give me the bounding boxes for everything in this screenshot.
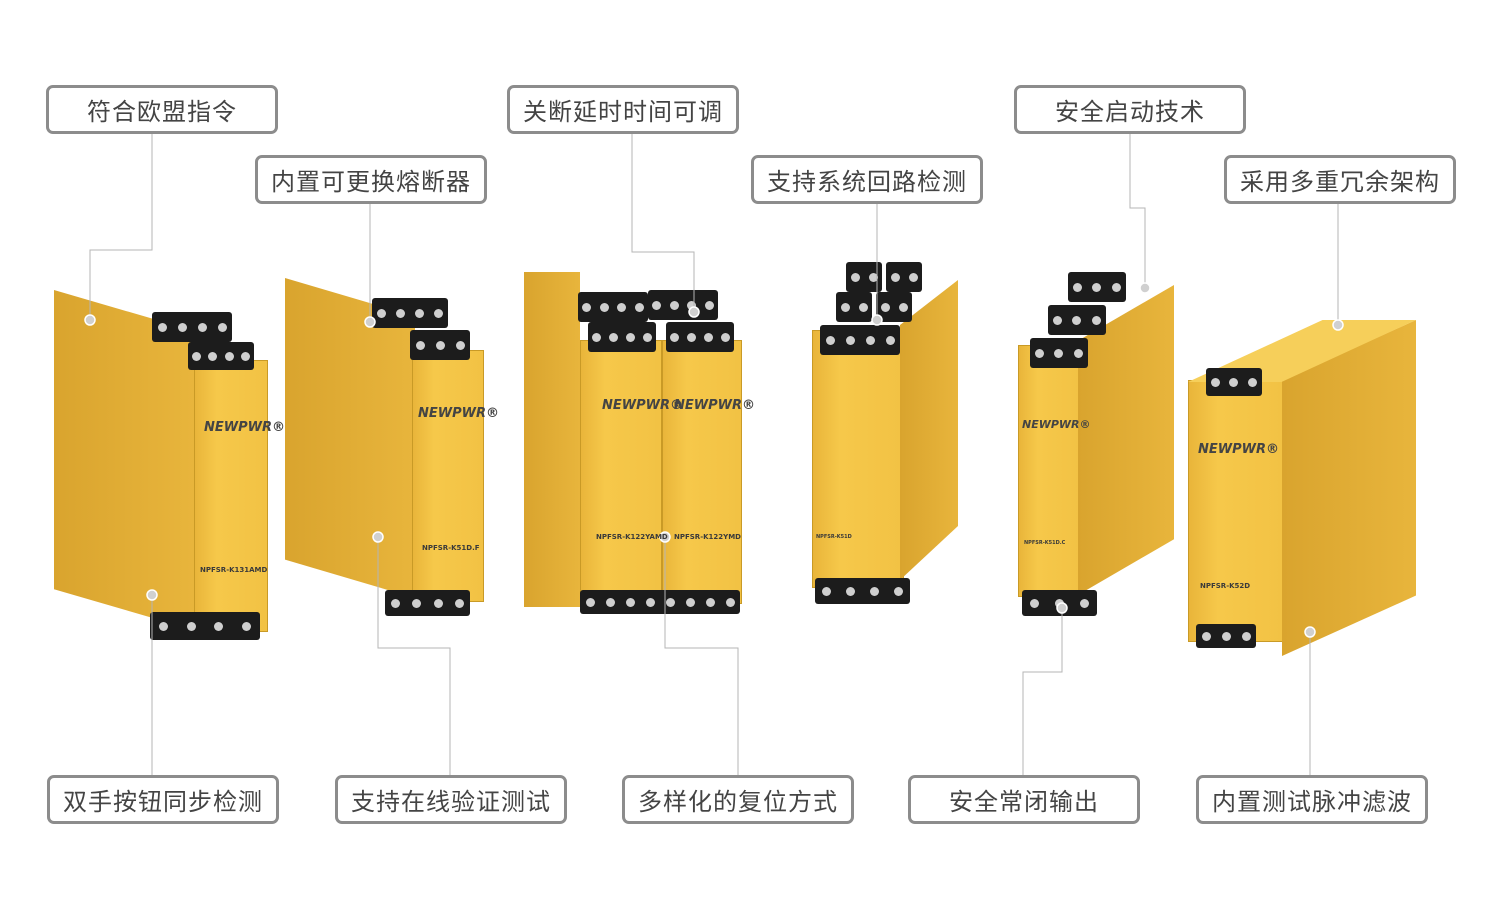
brand-logo: NEWPWR® xyxy=(602,398,683,413)
callout-dot xyxy=(871,314,883,326)
terminal-block xyxy=(815,578,910,604)
brand-logo: NEWPWR® xyxy=(418,406,499,421)
terminal-block xyxy=(588,322,656,352)
terminal-block xyxy=(1030,338,1088,368)
feature-label: 内置测试脉冲滤波 xyxy=(1196,775,1428,824)
callout-line xyxy=(377,537,451,775)
callout-dot xyxy=(372,531,384,543)
callout-line xyxy=(631,133,695,312)
callout-dot xyxy=(659,531,671,543)
feature-label: 关断延时时间可调 xyxy=(507,85,739,134)
terminal-block xyxy=(1206,368,1262,396)
model-number: NPFSR-K122YAMD xyxy=(596,533,668,541)
model-number: NPFSR-K51D.F xyxy=(422,544,480,552)
terminal-block xyxy=(580,590,740,614)
callout-dot xyxy=(84,314,96,326)
terminal-block xyxy=(1068,272,1126,302)
callout-line xyxy=(1129,133,1146,288)
feature-label: 多样化的复位方式 xyxy=(622,775,854,824)
feature-label: 安全启动技术 xyxy=(1014,85,1246,134)
relay-side xyxy=(1282,320,1416,656)
brand-logo: NEWPWR® xyxy=(1022,418,1091,431)
relay-side xyxy=(54,290,194,630)
relay-side xyxy=(285,278,415,598)
terminal-block xyxy=(385,590,470,616)
feature-label: 采用多重冗余架构 xyxy=(1224,155,1456,204)
model-number: NPFSR-K52D xyxy=(1200,582,1251,590)
model-number: NPFSR-K122YMD xyxy=(674,533,741,541)
callout-dot xyxy=(1139,282,1151,294)
terminal-block xyxy=(578,292,648,322)
model-number: NPFSR-K51D.C xyxy=(1024,540,1066,546)
terminal-block xyxy=(152,312,232,342)
relay-front xyxy=(812,330,904,588)
callout-dot xyxy=(146,589,158,601)
relay-side xyxy=(524,272,580,607)
callout-line xyxy=(1022,608,1063,775)
terminal-block xyxy=(846,262,882,292)
terminal-block xyxy=(886,262,922,292)
terminal-block xyxy=(648,290,718,320)
terminal-block xyxy=(876,292,912,322)
model-number: NPFSR-K131AMD xyxy=(200,566,268,574)
terminal-block xyxy=(150,612,260,640)
callout-line xyxy=(89,133,153,318)
model-number: NPFSR-K51D xyxy=(816,534,852,540)
feature-label: 内置可更换熔断器 xyxy=(255,155,487,204)
feature-label: 安全常闭输出 xyxy=(908,775,1140,824)
relay-front xyxy=(662,340,742,604)
feature-label: 双手按钮同步检测 xyxy=(47,775,279,824)
terminal-block xyxy=(666,322,734,352)
terminal-block xyxy=(820,325,900,355)
callout-dot xyxy=(688,306,700,318)
terminal-block xyxy=(188,342,254,370)
callout-dot xyxy=(1304,626,1316,638)
terminal-block xyxy=(836,292,872,322)
brand-logo: NEWPWR® xyxy=(204,420,285,435)
terminal-block xyxy=(1048,305,1106,335)
relay-side xyxy=(900,280,958,580)
callout-dot xyxy=(364,316,376,328)
brand-logo: NEWPWR® xyxy=(1198,442,1279,457)
relay-side xyxy=(1078,285,1174,595)
callout-dot xyxy=(1056,602,1068,614)
feature-label: 符合欧盟指令 xyxy=(46,85,278,134)
callout-line xyxy=(664,537,739,775)
callout-dot xyxy=(1332,319,1344,331)
terminal-block xyxy=(410,330,470,360)
feature-label: 支持在线验证测试 xyxy=(335,775,567,824)
relay-front xyxy=(580,340,662,604)
brand-logo: NEWPWR® xyxy=(674,398,755,413)
relay-front xyxy=(412,350,484,602)
terminal-block xyxy=(1196,624,1256,648)
feature-label: 支持系统回路检测 xyxy=(751,155,983,204)
terminal-block xyxy=(372,298,448,328)
relay-front xyxy=(194,360,268,632)
